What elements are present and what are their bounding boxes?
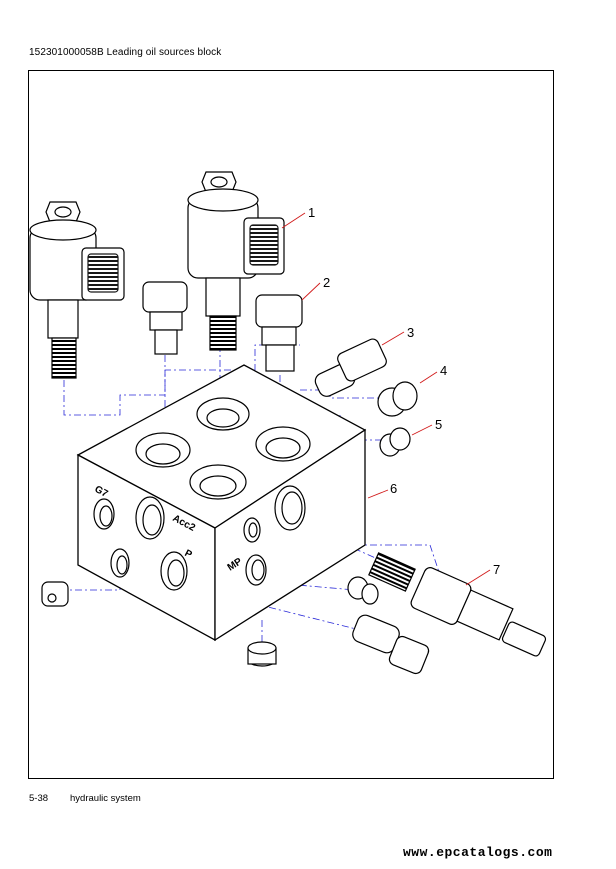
port-label-p: P: [183, 548, 194, 561]
plug-lower-left: [41, 581, 69, 607]
section-name: hydraulic system: [70, 793, 141, 804]
solenoid-valve-center: [187, 171, 285, 351]
elbow-fitting-lower: [352, 614, 430, 675]
callout-7: 7: [493, 562, 500, 577]
plug-lower-center: [247, 641, 277, 667]
leader-lines: [281, 212, 491, 586]
solenoid-valve-left: [29, 201, 125, 379]
callout-1: 1: [308, 205, 315, 220]
callout-4: 4: [440, 363, 447, 378]
diagram-frame: [28, 70, 554, 779]
callout-6: 6: [390, 481, 397, 496]
right-face-ports: [243, 485, 306, 586]
elbow-fitting-item3: [314, 338, 387, 397]
page-number: 5-38: [29, 793, 49, 804]
callout-2: 2: [323, 275, 330, 290]
cartridge-plug-left: [142, 281, 188, 355]
cartridge-plug-item2: [255, 294, 303, 372]
plug-item4: [377, 381, 418, 417]
page-title: 152301000058B Leading oil sources block: [29, 47, 222, 58]
plug-item5: [379, 427, 411, 457]
plug-right-small: [347, 576, 379, 605]
top-face-ports: [135, 397, 311, 500]
manifold-block: [76, 364, 367, 642]
watermark: www.epcatalogs.com: [403, 845, 553, 860]
callout-5: 5: [435, 417, 442, 432]
page-footer: 5-38 hydraulic system: [29, 793, 141, 804]
relief-valve-item7: [368, 552, 547, 657]
left-face-ports: [93, 496, 188, 591]
callout-3: 3: [407, 325, 414, 340]
